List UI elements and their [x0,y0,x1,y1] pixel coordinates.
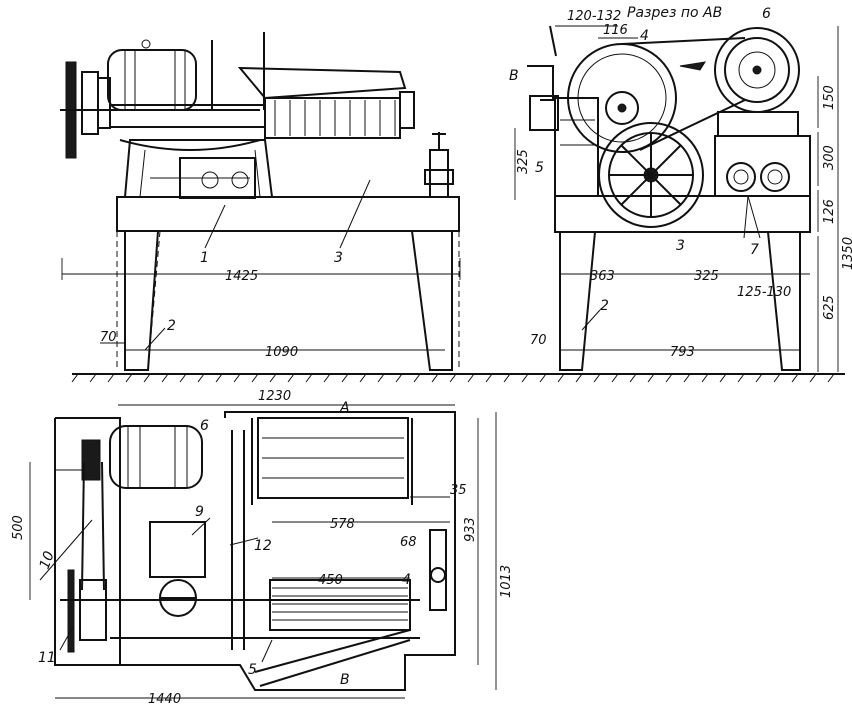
plan-view: 1230 500 578 35 68 933 1013 450 1440 А 6… [11,389,514,707]
dim-625: 625 [822,295,837,320]
dim-116: 116 [603,23,628,38]
section-title: Разрез по АВ [627,5,722,21]
plan-part-label-A: А [339,400,350,416]
part-label-3: 3 [334,250,343,266]
motor [107,49,197,111]
dim-125-130: 125-130 [737,285,791,300]
side-view: Разрез по АВ [509,5,852,372]
dim-overall-width: 1425 [225,269,258,284]
dim-450: 450 [318,573,343,588]
dim-150: 150 [822,85,837,110]
plan-part-label-B: В [340,672,350,688]
plan-part-label-4: 4 [402,572,411,588]
side-part-label-6: 6 [762,6,771,22]
dim-1440: 1440 [148,692,181,707]
plan-part-label-10: 10 [37,549,58,571]
dim-leg-foot: 70 [100,330,117,345]
plan-part-label-9: 9 [195,504,204,520]
dim-35: 35 [450,483,467,498]
dim-793: 793 [670,345,695,360]
part-label-2: 2 [167,318,176,334]
plan-part-label-6: 6 [200,418,209,434]
dim-325-left: 325 [516,149,531,174]
plan-part-label-11: 11 [38,650,56,666]
flywheel [598,122,704,228]
dim-126: 126 [822,199,837,224]
roll-body [237,66,407,100]
ground-line [71,373,845,383]
dim-1350: 1350 [841,237,852,270]
dim-1230: 1230 [258,389,291,404]
left-leg [116,230,161,371]
dim-300: 300 [822,145,837,170]
dim-leg-span: 1090 [265,345,298,360]
dim-325-mid: 325 [694,269,719,284]
plan-part-label-12: 12 [254,538,272,554]
table-top [116,196,460,232]
side-part-label-3: 3 [676,238,685,254]
front-view: 1425 1090 70 1 3 2 [60,32,461,371]
side-part-label-2: 2 [600,298,609,314]
plan-part-label-5: 5 [248,662,257,678]
dim-578: 578 [330,517,355,532]
side-part-label-B: В [509,68,519,84]
side-part-label-5: 5 [535,160,544,176]
side-part-label-7: 7 [750,242,759,258]
dim-500: 500 [11,515,26,540]
dim-933: 933 [463,517,478,542]
side-part-label-4: 4 [640,28,649,44]
dim-68: 68 [400,535,417,550]
dim-1013: 1013 [499,565,514,598]
part-label-1: 1 [200,250,209,266]
dim-120-132: 120-132 [567,9,621,24]
dim-363: 363 [590,269,615,284]
dim-70-side: 70 [530,333,547,348]
